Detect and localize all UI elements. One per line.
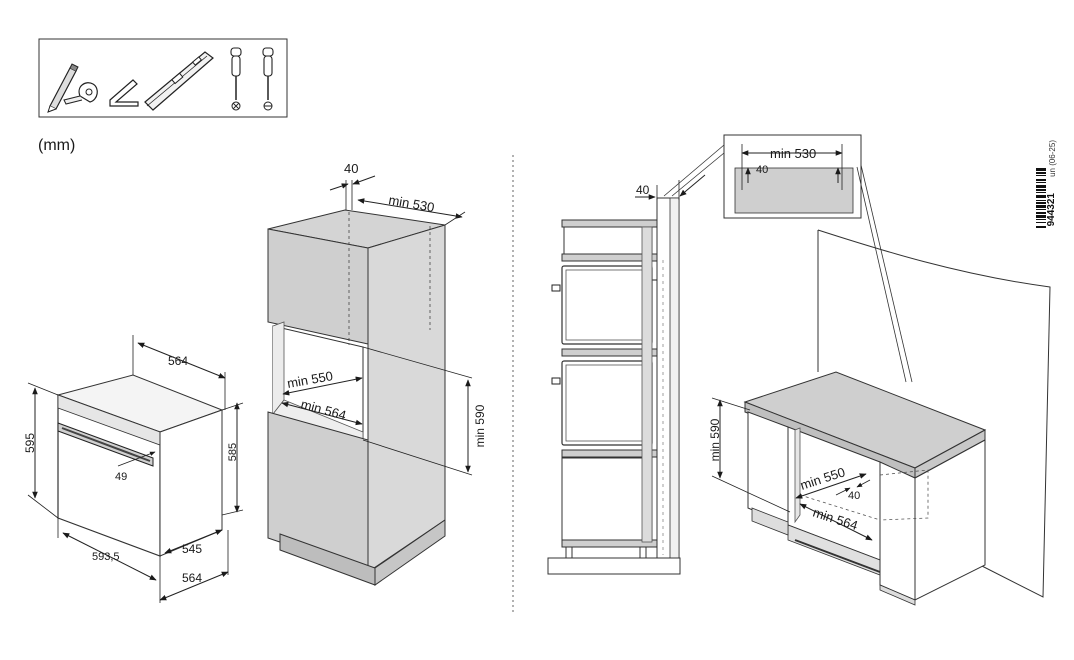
oven-width-label: 593,5 xyxy=(92,551,120,563)
undercounter-drawing xyxy=(743,229,1051,606)
barcode-bar xyxy=(1036,175,1046,176)
oven-depth-top-label: 564 xyxy=(168,354,188,368)
barcode-bar xyxy=(1036,222,1046,223)
oven-drawing xyxy=(56,374,224,557)
document-code: un (06-25) xyxy=(1048,140,1057,177)
tape-measure-icon xyxy=(63,82,98,105)
units-label: (mm) xyxy=(38,137,76,154)
barcode-bar xyxy=(1036,202,1046,204)
oven-handle-offset-label: 49 xyxy=(115,471,127,483)
barcode-bar xyxy=(1036,192,1046,193)
oven-total-depth-label: 564 xyxy=(182,571,202,585)
oven-height-label: 595 xyxy=(23,433,37,453)
barcode-bar xyxy=(1036,172,1046,174)
undercounter-rear-gap-label: 40 xyxy=(848,490,860,502)
tall-niche-height-label: min 590 xyxy=(473,404,487,447)
barcode-bar xyxy=(1036,200,1046,201)
flathead-screwdriver-icon xyxy=(262,47,274,111)
detail-gap-label: 40 xyxy=(756,164,768,176)
barcode-bar xyxy=(1036,179,1046,181)
undercounter-dimensions xyxy=(711,397,873,541)
barcode-bar xyxy=(1036,189,1046,191)
barcode-bar xyxy=(1036,219,1046,220)
spirit-level-icon xyxy=(144,51,214,111)
tall-cabinet-drawing xyxy=(267,209,446,586)
oven-dimensions xyxy=(27,335,244,603)
detail-width-label: min 530 xyxy=(770,146,816,161)
undercounter-niche-height-label: min 590 xyxy=(708,418,722,461)
barcode-bar xyxy=(1036,185,1046,188)
barcode-number: 944321 xyxy=(1046,193,1057,227)
pencil-icon xyxy=(47,63,79,113)
oven-body-height-label: 585 xyxy=(227,443,239,461)
barcode-bar xyxy=(1036,215,1046,218)
barcode-bar xyxy=(1036,226,1046,228)
tall-cabinet-dimensions xyxy=(281,175,473,476)
tall-rear-gap-label: 40 xyxy=(344,161,358,176)
barcode-bar xyxy=(1036,195,1046,198)
barcode-bar xyxy=(1036,209,1046,210)
tall-top-depth-label: min 530 xyxy=(387,192,435,215)
hex-key-icon xyxy=(109,79,139,107)
side-rear-gap-label: 40 xyxy=(636,183,650,197)
barcode-bar xyxy=(1036,182,1046,183)
barcode-bar xyxy=(1036,205,1046,208)
phillips-screwdriver-icon xyxy=(230,47,242,111)
oven-body-depth-label: 545 xyxy=(182,542,202,556)
tools-box xyxy=(38,38,288,118)
barcode xyxy=(1036,168,1046,228)
side-section-drawing xyxy=(547,197,681,575)
barcode-bar xyxy=(1036,212,1046,214)
detail-box xyxy=(723,134,862,219)
barcode-bar xyxy=(1036,168,1046,171)
